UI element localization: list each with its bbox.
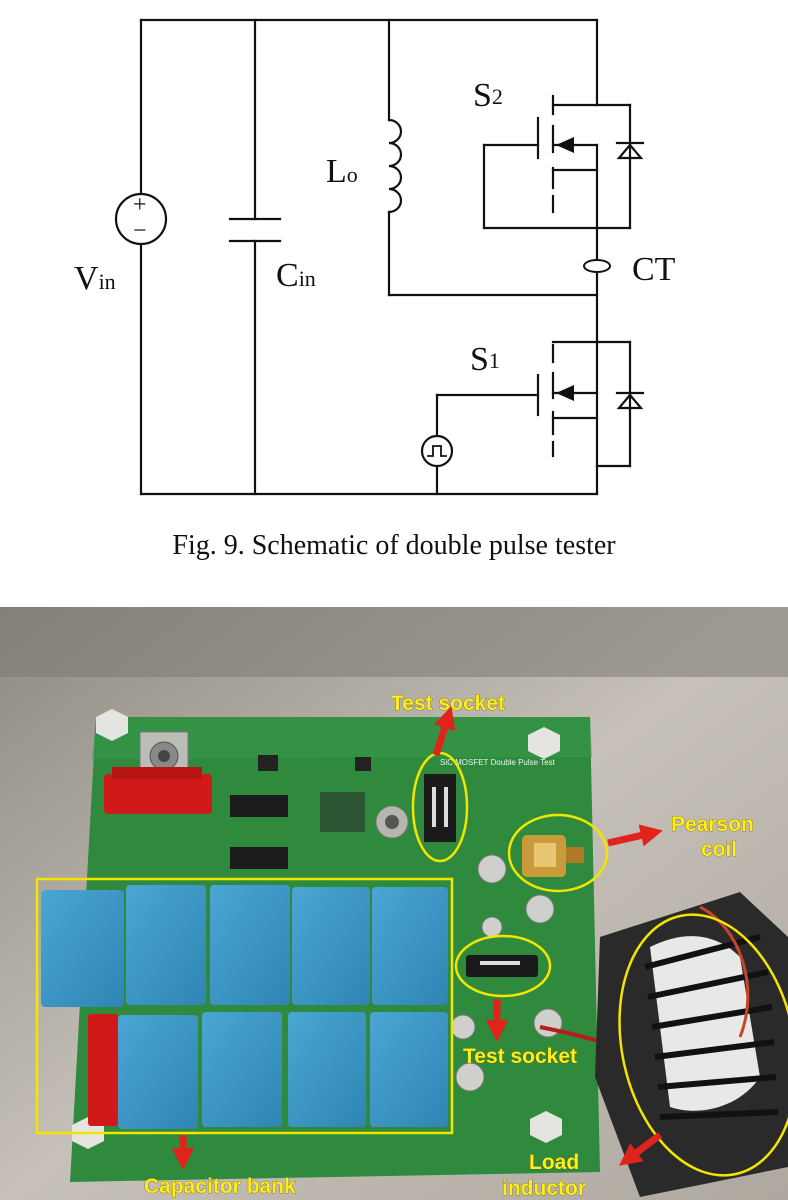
vin-minus-sign: − — [133, 218, 147, 244]
gate-driver-area — [320, 792, 365, 832]
arrow-load-inductor — [619, 1132, 663, 1166]
lo-label: Lo — [326, 153, 358, 190]
screw — [450, 1014, 476, 1040]
arrow-top-socket — [432, 706, 456, 757]
vin-label: Vin — [74, 260, 116, 297]
mounting-hole — [528, 727, 560, 759]
capacitor-bank-highlight — [35, 877, 454, 1135]
cin-label: Cin — [276, 257, 316, 294]
s2-body-arrow — [556, 137, 574, 153]
inductor-lo-coil — [387, 118, 403, 214]
board-silkscreen: SiC MOSFET Double Pulse Test — [440, 758, 556, 767]
mounting-hole — [96, 709, 128, 741]
vin-plus-sign: + — [133, 192, 147, 218]
mosfet-s1 — [435, 340, 645, 496]
label-test-socket-top: Test socket — [391, 692, 505, 715]
current-transformer-icon — [583, 259, 611, 273]
label-pearson-line1: Pearson — [671, 813, 754, 836]
load-inductor-highlight — [618, 913, 788, 1177]
mosfet-s2 — [482, 94, 645, 230]
label-pearson-line2: coil — [701, 838, 737, 861]
s1-diode-icon — [616, 393, 644, 410]
arrow-pearson-coil — [607, 824, 663, 847]
load-inductor — [595, 892, 788, 1197]
double-pulse-schematic: + − Vin Cin Lo S2 S1 CT — [74, 18, 676, 496]
capacitor-bank — [41, 885, 448, 1129]
red-power-connector — [104, 774, 212, 814]
double-pulse-test-board-photo: SiC MOSFET Double Pulse Test — [0, 607, 788, 1200]
screw — [525, 894, 555, 924]
screw — [455, 1062, 485, 1092]
desk-shadow — [0, 607, 788, 677]
figure-caption: Fig. 9. Schematic of double pulse tester — [172, 530, 616, 561]
mounting-hole — [530, 1111, 562, 1143]
bottom-test-socket-highlight — [454, 934, 552, 998]
voltage-source-icon — [114, 192, 168, 246]
label-load-line1: Load — [529, 1151, 579, 1174]
pearson-coil-highlight — [507, 813, 609, 893]
pulse-wave-icon — [427, 445, 447, 457]
s1-body-arrow — [556, 385, 574, 401]
top-test-socket — [424, 774, 456, 842]
black-header — [230, 847, 288, 869]
bottom-test-socket — [466, 955, 538, 977]
s2-diode-icon — [616, 143, 644, 160]
ct-label: CT — [632, 251, 676, 288]
s1-label: S1 — [470, 341, 500, 378]
pulse-source-icon — [420, 434, 454, 468]
label-test-socket-bottom: Test socket — [463, 1045, 577, 1068]
s2-label: S2 — [473, 77, 503, 114]
label-load-line2: inductor — [502, 1177, 586, 1200]
label-capacitor-bank: Capacitor bank — [144, 1175, 296, 1198]
screw — [477, 854, 507, 884]
black-header — [230, 795, 288, 817]
